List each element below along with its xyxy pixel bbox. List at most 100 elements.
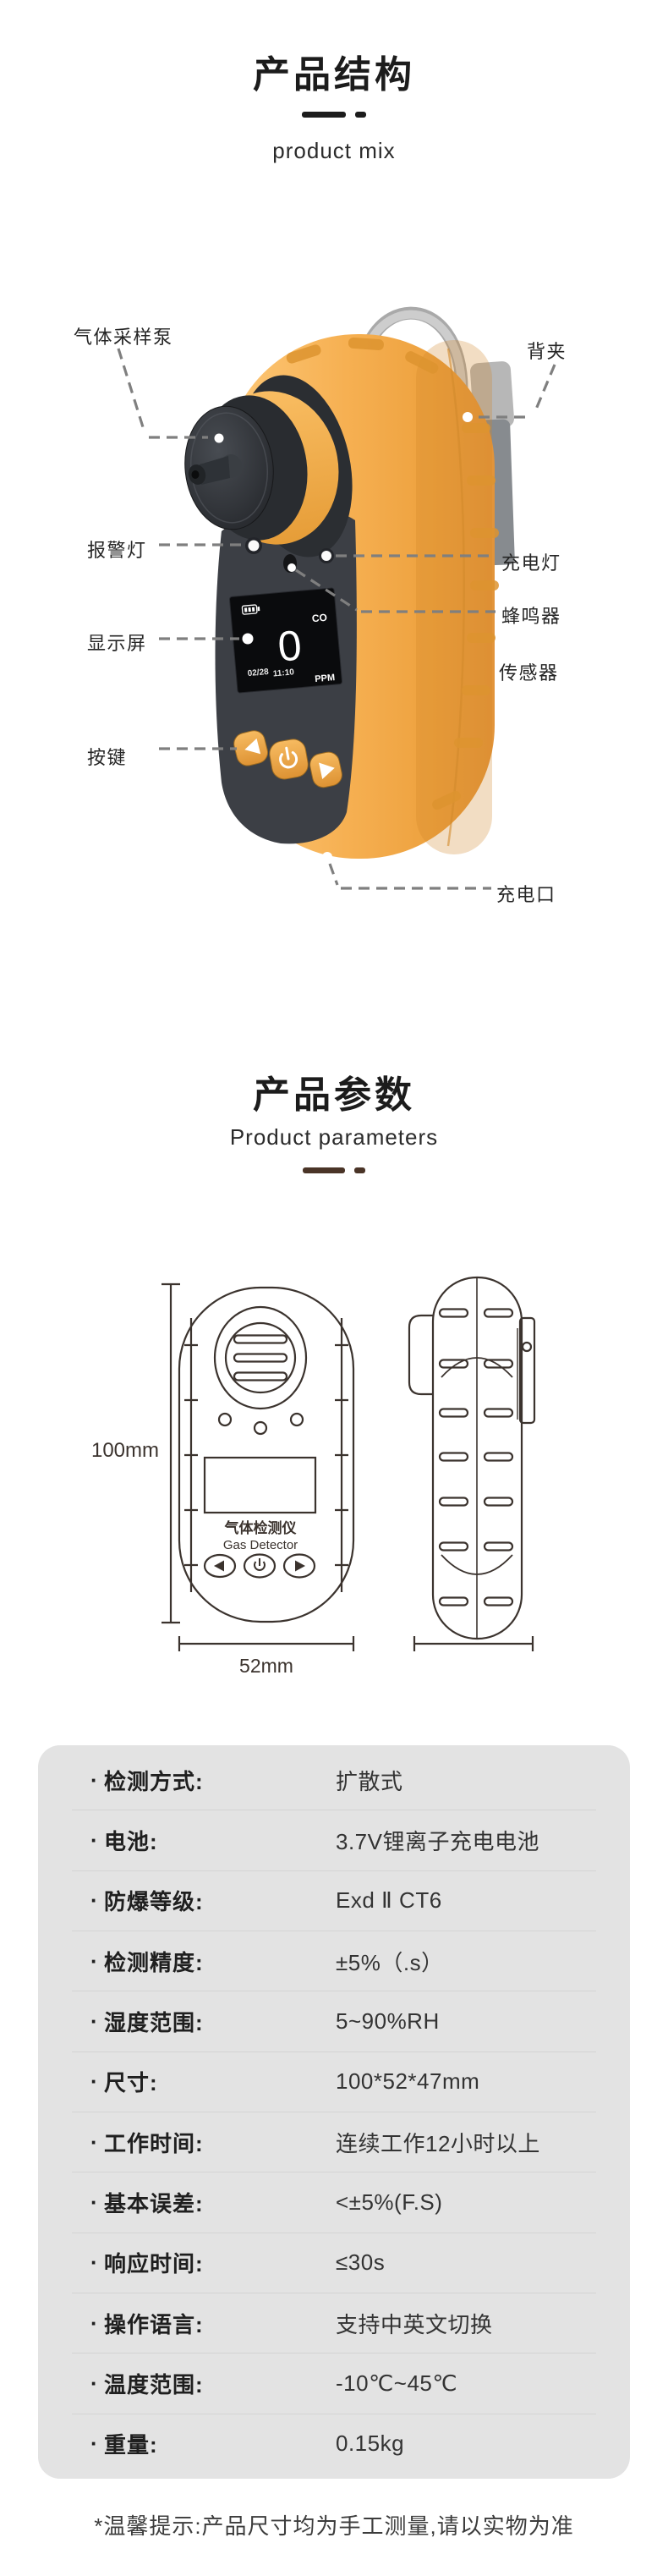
callout-dots [214, 412, 473, 862]
product-illustration: CO 0 02/28 11:10 PPM [117, 306, 556, 890]
row-bullet: · [90, 1766, 98, 1793]
row-value: <±5%(F.S) [336, 2189, 443, 2215]
row-value: 支持中英文切换 [336, 2311, 493, 2337]
left-button [233, 730, 269, 766]
device-screen: CO 0 02/28 11:10 PPM [229, 587, 342, 694]
section2-title: 产品参数 [253, 1074, 415, 1116]
row-label: 响应时间: [104, 2251, 204, 2277]
table-row: · 检测精度: ±5%（.s） [72, 1930, 596, 1991]
speaker-icon [244, 738, 261, 755]
dash-long [303, 1167, 345, 1173]
callout-sensor: 传感器 [499, 662, 559, 684]
section2-subtitle: Product parameters [229, 1124, 439, 1150]
table-row: · 湿度范围: 5~90%RH [72, 1991, 596, 2051]
section2-dash-decoration [0, 1167, 668, 1173]
screen-reading-value: 0 [276, 622, 304, 671]
side-width-dimension-line [413, 1636, 534, 1651]
row-label: 工作时间: [104, 2130, 204, 2156]
power-icon [279, 746, 298, 769]
section1-title: 产品结构 [253, 54, 415, 96]
screen-date: 02/28 [247, 667, 269, 678]
power-button [269, 739, 309, 780]
parameters-table: · 检测方式: 扩散式 · 电池: 3.7V锂离子充电电池 · 防爆等级: Ex… [38, 1745, 630, 2479]
drawing-device-name-cn: 气体检测仪 [224, 1519, 298, 1536]
screen-time: 11:10 [272, 667, 294, 678]
row-label: 电池: [104, 1828, 158, 1854]
row-label: 重量: [104, 2432, 158, 2458]
table-row: · 电池: 3.7V锂离子充电电池 [72, 1810, 596, 1870]
dash-short [354, 1167, 365, 1173]
row-value: Exd Ⅱ CT6 [336, 1887, 442, 1914]
side-view-outline [408, 1276, 536, 1640]
row-value: ≤30s [336, 2249, 386, 2276]
right-button [309, 751, 342, 788]
alarm-led [245, 537, 262, 554]
screen-unit: PPM [315, 673, 336, 684]
callout-screen: 显示屏 [87, 633, 147, 654]
table-row: · 响应时间: ≤30s [72, 2232, 596, 2293]
row-bullet: · [90, 1887, 98, 1914]
front-view-outline [178, 1286, 355, 1623]
row-bullet: · [90, 2008, 98, 2034]
callout-buzzer: 蜂鸣器 [501, 606, 561, 627]
callout-charge-light: 充电灯 [501, 552, 561, 574]
buzzer-hole [283, 554, 297, 573]
gas-sampling-pump [184, 375, 353, 557]
row-bullet: · [90, 2068, 98, 2095]
section1-subtitle: product mix [272, 138, 396, 163]
row-value: 连续工作12小时以上 [336, 2130, 540, 2156]
charge-led [319, 548, 334, 563]
row-value: -10℃~45℃ [336, 2370, 458, 2396]
row-value: 3.7V锂离子充电电池 [336, 1828, 539, 1854]
row-label: 检测精度: [104, 1949, 204, 1975]
play-right-icon [319, 762, 335, 780]
callout-charge-port: 充电口 [496, 884, 556, 905]
row-bullet: · [90, 2310, 98, 2336]
dash-short [355, 112, 366, 118]
width-dimension-label: 52mm [239, 1655, 293, 1677]
pump-nozzle [188, 454, 242, 485]
row-label: 防爆等级: [104, 1889, 204, 1915]
table-row: · 检测方式: 扩散式 [72, 1750, 596, 1810]
footnote: *温馨提示:产品尺寸均为手工测量,请以实物为准 [94, 2513, 574, 2539]
section1-dash-decoration [0, 112, 668, 118]
battery-icon [241, 604, 260, 615]
row-value: 100*52*47mm [336, 2068, 480, 2095]
callout-lines [117, 348, 556, 890]
table-row: · 尺寸: 100*52*47mm [72, 2051, 596, 2112]
row-bullet: · [90, 2128, 98, 2155]
row-bullet: · [90, 2189, 98, 2215]
row-value: ±5%（.s） [336, 1949, 444, 1975]
row-bullet: · [90, 1826, 98, 1853]
callout-pump: 气体采样泵 [74, 327, 173, 348]
front-view-button-icons [214, 1558, 305, 1572]
table-row: · 工作时间: 连续工作12小时以上 [72, 2111, 596, 2172]
row-bullet: · [90, 2370, 98, 2396]
height-dimension-label: 100mm [91, 1439, 159, 1462]
row-bullet: · [90, 1947, 98, 1974]
row-label: 温度范围: [104, 2371, 204, 2397]
row-label: 尺寸: [104, 2070, 158, 2096]
table-row: · 温度范围: -10℃~45℃ [72, 2353, 596, 2413]
row-label: 检测方式: [104, 1768, 204, 1794]
table-row: · 基本误差: <±5%(F.S) [72, 2172, 596, 2232]
dimension-drawing: 100mm 52mm 气体检测仪 Gas Detector [91, 1276, 536, 1677]
row-value: 5~90%RH [336, 2008, 440, 2034]
row-label: 基本误差: [104, 2190, 204, 2216]
width-dimension-line [178, 1636, 355, 1651]
screen-gas-label: CO [311, 612, 327, 625]
dash-long [302, 112, 346, 118]
table-row: · 防爆等级: Exd Ⅱ CT6 [72, 1870, 596, 1931]
callout-clip: 背夹 [527, 341, 567, 362]
drawing-device-name-en: Gas Detector [223, 1538, 298, 1552]
callout-buttons: 按键 [87, 747, 128, 768]
table-row: · 操作语言: 支持中英文切换 [72, 2292, 596, 2353]
callout-alarm-light: 报警灯 [87, 540, 147, 561]
row-label: 操作语言: [104, 2311, 204, 2337]
table-row: · 重量: 0.15kg [72, 2413, 596, 2474]
row-label: 湿度范围: [104, 2009, 204, 2035]
row-value: 扩散式 [336, 1768, 403, 1794]
row-bullet: · [90, 2430, 98, 2457]
row-bullet: · [90, 2249, 98, 2276]
